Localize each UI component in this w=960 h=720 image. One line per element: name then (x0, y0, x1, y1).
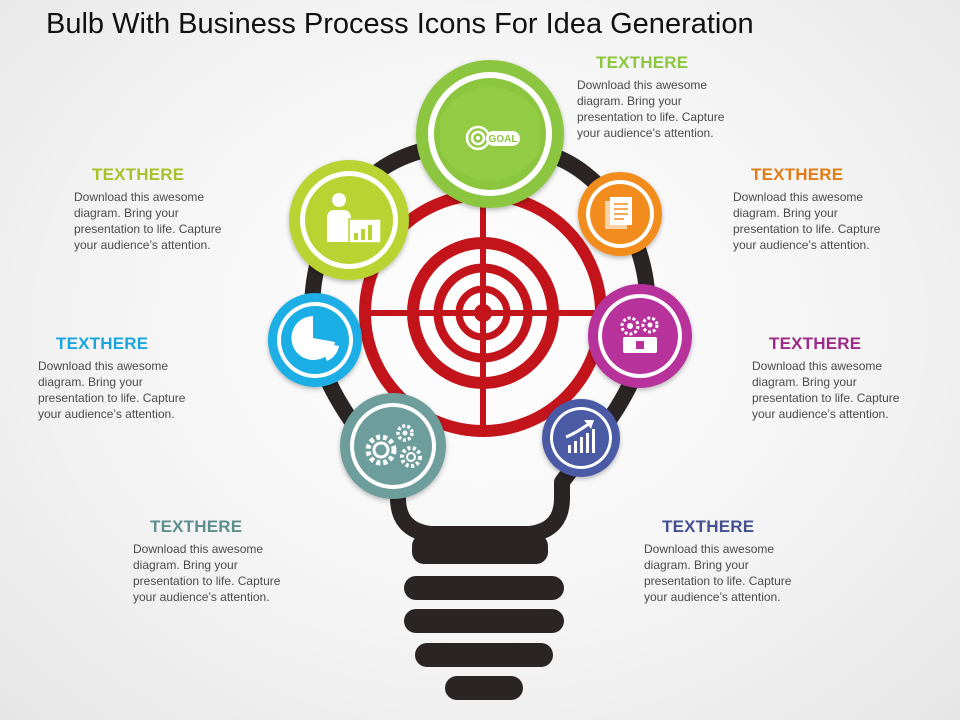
growth-chart-icon (565, 420, 595, 453)
block-body: Download this awesome diagram. Bring you… (133, 541, 308, 605)
machine-circle (588, 284, 692, 388)
block-body: Download this awesome diagram. Bring you… (577, 77, 752, 141)
goal-label: GOAL (489, 134, 518, 145)
block-heading: TEXTHERE (769, 334, 862, 353)
text-block-lower-right: TEXTHERE Download this awesome diagram. … (644, 517, 819, 605)
block-heading: TEXTHERE (56, 334, 149, 353)
body-line: Download this awesome (133, 542, 264, 556)
body-line: Download this awesome (38, 359, 169, 373)
text-block-upper-left: TEXTHERE Download this awesome diagram. … (74, 165, 249, 253)
body-line: diagram. Bring your (644, 558, 749, 572)
body-line: your audience’s attention. (74, 238, 211, 252)
block-body: Download this awesome diagram. Bring you… (74, 189, 249, 253)
body-line: presentation to life. Capture (74, 222, 222, 236)
body-line: presentation to life. Capture (752, 391, 900, 405)
growth-circle (542, 399, 620, 477)
presenter-circle (289, 160, 409, 280)
block-heading: TEXTHERE (150, 517, 243, 536)
body-line: Download this awesome (644, 542, 775, 556)
presenter-chart-icon (327, 193, 382, 244)
block-heading: TEXTHERE (92, 165, 185, 184)
text-block-middle-right: TEXTHERE Download this awesome diagram. … (752, 334, 927, 422)
block-heading: TEXTHERE (596, 53, 689, 72)
body-line: Download this awesome (733, 190, 864, 204)
body-line: your audience’s attention. (733, 238, 870, 252)
body-line: presentation to life. Capture (577, 110, 725, 124)
body-line: your audience’s attention. (133, 590, 270, 604)
body-line: your audience’s attention. (644, 590, 781, 604)
text-block-lower-left: TEXTHERE Download this awesome diagram. … (133, 517, 308, 605)
body-line: diagram. Bring your (577, 94, 682, 108)
page-title: Bulb With Business Process Icons For Ide… (46, 8, 754, 40)
block-body: Download this awesome diagram. Bring you… (644, 541, 819, 605)
block-body: Download this awesome diagram. Bring you… (38, 358, 213, 422)
bulb-base-bar (445, 676, 523, 700)
gears-circle (340, 393, 446, 499)
body-line: diagram. Bring your (133, 558, 238, 572)
body-line: presentation to life. Capture (133, 574, 281, 588)
body-line: your audience’s attention. (38, 407, 175, 421)
body-line: presentation to life. Capture (38, 391, 186, 405)
bulb-base (404, 576, 564, 700)
bulb-base-bar (415, 643, 553, 667)
body-line: diagram. Bring your (74, 206, 179, 220)
text-block-upper-right: TEXTHERE Download this awesome diagram. … (733, 165, 908, 253)
block-body: Download this awesome diagram. Bring you… (752, 358, 927, 422)
body-line: diagram. Bring your (752, 375, 857, 389)
goal-circle: GOAL (416, 60, 564, 208)
block-heading: TEXTHERE (662, 517, 755, 536)
body-line: your audience’s attention. (752, 407, 889, 421)
text-block-middle-left: TEXTHERE Download this awesome diagram. … (38, 334, 213, 422)
block-body: Download this awesome diagram. Bring you… (733, 189, 908, 253)
gears-icon (365, 424, 422, 468)
document-icon (605, 197, 632, 229)
body-line: presentation to life. Capture (644, 574, 792, 588)
pie-chart-icon (291, 316, 339, 361)
goal-target-icon: GOAL (465, 125, 520, 151)
pie-chart-circle (268, 293, 362, 387)
body-line: diagram. Bring your (38, 375, 143, 389)
body-line: Download this awesome (752, 359, 883, 373)
text-block-top: TEXTHERE Download this awesome diagram. … (577, 53, 752, 141)
bulb-base-bar (404, 609, 564, 633)
gear-machine-icon (620, 316, 659, 353)
body-line: Download this awesome (74, 190, 205, 204)
block-heading: TEXTHERE (751, 165, 844, 184)
bulb-base-bar (404, 576, 564, 600)
body-line: Download this awesome (577, 78, 708, 92)
body-line: diagram. Bring your (733, 206, 838, 220)
body-line: your audience’s attention. (577, 126, 714, 140)
document-circle (578, 172, 662, 256)
body-line: presentation to life. Capture (733, 222, 881, 236)
